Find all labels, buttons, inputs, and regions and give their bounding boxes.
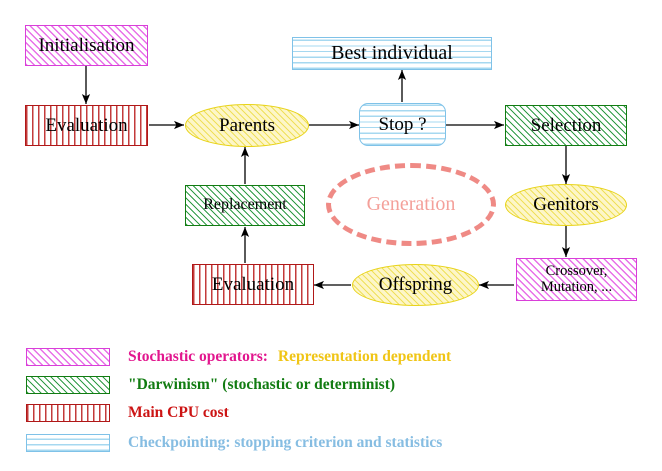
node-replacement-label: Replacement xyxy=(203,196,287,214)
node-parents-label: Parents xyxy=(219,114,275,136)
node-stop-label: Stop ? xyxy=(378,113,427,135)
node-genitors-label: Genitors xyxy=(533,194,599,216)
node-offspring-label: Offspring xyxy=(378,274,453,296)
node-crossover-mutation[interactable]: Crossover, Mutation, ... xyxy=(516,258,637,301)
node-genitors[interactable]: Genitors xyxy=(505,184,627,226)
node-best-individual-label: Best individual xyxy=(331,42,453,64)
node-parents[interactable]: Parents xyxy=(185,104,309,147)
node-crossover-label-line1: Crossover, xyxy=(545,263,608,280)
node-evaluation-top[interactable]: Evaluation xyxy=(25,105,148,146)
legend-label-main-cpu-cost: Main CPU cost xyxy=(128,404,229,421)
node-evaluation-bottom-label: Evaluation xyxy=(211,273,295,295)
node-selection[interactable]: Selection xyxy=(505,105,627,146)
node-evaluation-bottom[interactable]: Evaluation xyxy=(192,264,314,305)
node-generation: Generation xyxy=(326,163,496,246)
node-offspring[interactable]: Offspring xyxy=(352,264,479,306)
legend-row-stochastic: Stochastic operators: Representation dep… xyxy=(0,346,451,368)
legend-row-checkpointing: Checkpointing: stopping criterion and st… xyxy=(0,432,442,454)
node-generation-label: Generation xyxy=(366,193,456,215)
legend-label-representation-dependent: Representation dependent xyxy=(277,348,452,365)
legend-row-cpu-cost: Main CPU cost xyxy=(0,402,229,424)
legend-row-darwinism: "Darwinism" (stochastic or determinist) xyxy=(0,374,395,396)
legend-swatch-magenta xyxy=(26,348,110,366)
node-initialisation[interactable]: Initialisation xyxy=(25,25,148,66)
node-stop[interactable]: Stop ? xyxy=(359,103,446,146)
legend-swatch-red xyxy=(26,404,110,422)
legend-swatch-blue xyxy=(26,434,110,452)
node-initialisation-label: Initialisation xyxy=(38,34,135,56)
legend-label-darwinism: "Darwinism" (stochastic or determinist) xyxy=(128,376,396,393)
node-evaluation-top-label: Evaluation xyxy=(45,114,128,136)
legend-label-checkpointing: Checkpointing: stopping criterion and st… xyxy=(128,434,443,451)
node-selection-label: Selection xyxy=(530,114,602,136)
node-replacement[interactable]: Replacement xyxy=(185,185,305,226)
node-best-individual[interactable]: Best individual xyxy=(292,37,492,70)
legend-label-stochastic-operators: Stochastic operators: xyxy=(128,348,268,365)
node-crossover-label-line2: Mutation, ... xyxy=(540,278,613,295)
legend-swatch-green xyxy=(26,376,110,394)
